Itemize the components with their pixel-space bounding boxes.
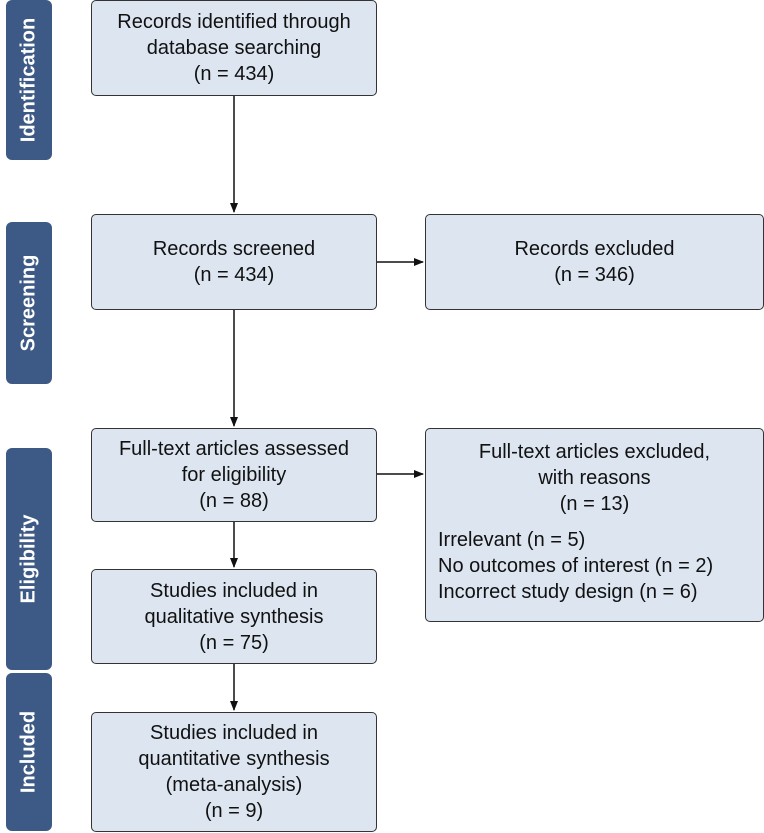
qualitative-synthesis-box: Studies included in qualitative synthesi… bbox=[91, 569, 377, 664]
exclusion-reason: No outcomes of interest (n = 2) bbox=[438, 555, 714, 577]
records-excluded-box: Records excluded (n = 346) bbox=[425, 214, 764, 310]
box-line: Records excluded bbox=[514, 238, 675, 260]
records-identified-box: Records identified through database sear… bbox=[91, 0, 377, 96]
records-screened-box: Records screened (n = 434) bbox=[91, 214, 377, 310]
exclusion-reason: Irrelevant (n = 5) bbox=[438, 529, 586, 551]
box-line: with reasons bbox=[538, 467, 651, 489]
phase-included-label: Included bbox=[6, 673, 52, 831]
fulltext-excluded-box: Full-text articles excluded, with reason… bbox=[425, 428, 764, 622]
box-count: (n = 9) bbox=[204, 800, 264, 822]
exclusion-reason: Incorrect study design (n = 6) bbox=[438, 581, 698, 603]
box-line: qualitative synthesis bbox=[144, 605, 324, 628]
box-line: for eligibility bbox=[181, 464, 287, 486]
box-line: (meta-analysis) bbox=[165, 774, 303, 796]
fulltext-assessed-box: Full-text articles assessed for eligibil… bbox=[91, 428, 377, 522]
box-line: Studies included in bbox=[150, 579, 318, 602]
box-line: database searching bbox=[146, 37, 322, 59]
box-line: Full-text articles excluded, bbox=[478, 441, 711, 463]
box-count: (n = 13) bbox=[559, 493, 630, 515]
phase-identification-label: Identification bbox=[6, 0, 52, 160]
box-count: (n = 434) bbox=[193, 264, 275, 286]
box-line: Records screened bbox=[152, 238, 316, 260]
box-count: (n = 434) bbox=[193, 63, 275, 85]
phase-eligibility-label: Eligibility bbox=[6, 448, 52, 670]
box-line: Full-text articles assessed bbox=[118, 438, 350, 460]
box-count: (n = 346) bbox=[554, 264, 635, 286]
box-count: (n = 88) bbox=[199, 490, 269, 512]
box-line: Records identified through bbox=[117, 11, 351, 33]
box-line: Studies included in bbox=[150, 722, 318, 744]
box-line: quantitative synthesis bbox=[138, 748, 330, 770]
quantitative-synthesis-box: Studies included in quantitative synthes… bbox=[91, 712, 377, 832]
box-count: (n = 75) bbox=[199, 631, 269, 654]
flow-arrows bbox=[230, 96, 424, 711]
phase-screening-label: Screening bbox=[6, 222, 52, 384]
prisma-flow-diagram: Identification Screening Eligibility Inc… bbox=[6, 0, 764, 833]
fulltext-excluded-heading: Full-text articles excluded, with reason… bbox=[438, 439, 751, 517]
